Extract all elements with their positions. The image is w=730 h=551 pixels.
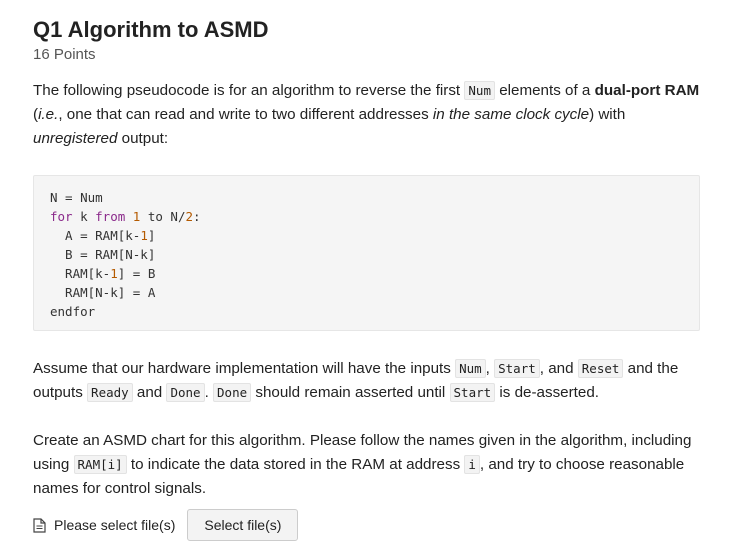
code-text: ] = B	[117, 266, 156, 281]
intro-paragraph: The following pseudocode is for an algor…	[33, 79, 703, 151]
create-paragraph: Create an ASMD chart for this algorithm.…	[33, 429, 703, 501]
create-text: to indicate the data stored in the RAM a…	[126, 456, 465, 473]
code-start: Start	[494, 359, 540, 378]
code-text: :	[193, 209, 201, 224]
question-points: 16 Points	[33, 46, 96, 63]
code-number: 1	[132, 209, 141, 224]
kw-from: from	[95, 209, 126, 224]
question-title: Q1 Algorithm to ASMD	[33, 17, 268, 43]
assume-text: , and	[539, 360, 578, 377]
intro-text-6: output:	[117, 130, 169, 147]
code-line-6: RAM[N-k] = A	[50, 285, 156, 300]
code-text: ]	[147, 228, 156, 243]
file-icon	[33, 517, 46, 533]
unregistered-italic: unregistered	[33, 130, 118, 147]
create-text: Create an ASMD chart for this algorithm.…	[33, 432, 692, 473]
code-text: A = RAM[k-	[50, 228, 141, 243]
assume-text: and the outputs	[33, 360, 679, 401]
code-i: i	[464, 455, 480, 474]
assume-text: .	[204, 384, 214, 401]
file-upload: Please select file(s) Select file(s)	[33, 509, 299, 541]
code-number: 1	[110, 266, 118, 281]
ie-italic: i.e.	[38, 106, 59, 123]
code-start: Start	[449, 383, 496, 402]
code-done: Done	[213, 383, 252, 402]
assume-text: and	[132, 384, 167, 401]
intro-text-2: elements of a	[494, 82, 595, 99]
pseudocode-block: N = Num for k from 1 to N/2: A = RAM[k-1…	[33, 175, 700, 331]
code-num: Num	[455, 359, 486, 378]
code-line-1: N = Num	[50, 190, 103, 205]
assume-text: ,	[485, 360, 495, 377]
code-text	[125, 209, 133, 224]
code-done: Done	[166, 383, 205, 402]
upload-label: Please select file(s)	[54, 517, 176, 533]
kw-for: for	[50, 209, 73, 224]
assume-text: should remain asserted until	[251, 384, 450, 401]
code-reset: Reset	[577, 359, 624, 378]
assume-text: is de-asserted.	[495, 384, 600, 401]
code-text: RAM[k-	[50, 266, 111, 281]
question-number: Q1	[33, 17, 63, 42]
assume-paragraph: Assume that our hardware implementation …	[33, 357, 703, 405]
assume-text: Assume that our hardware implementation …	[33, 360, 456, 377]
code-ready: Ready	[87, 383, 133, 402]
code-ram-i: RAM[i]	[73, 455, 127, 474]
code-line-7: endfor	[50, 304, 96, 319]
intro-text-1: The following pseudocode is for an algor…	[33, 82, 465, 99]
select-files-button[interactable]: Select file(s)	[187, 509, 299, 541]
code-number: 1	[140, 228, 148, 243]
intro-text-4: , one that can read and write to two dif…	[58, 106, 433, 123]
code-line-4: B = RAM[N-k]	[50, 247, 156, 262]
intro-text-3: (	[33, 106, 39, 123]
code-number: 2	[185, 209, 194, 224]
same-clock-italic: in the same clock cycle	[432, 106, 590, 123]
code-line-3: A = RAM[k-1]	[50, 226, 683, 245]
dual-port-ram-bold: dual-port RAM	[594, 82, 700, 99]
create-text: , and try to choose reasonable names for…	[33, 456, 685, 497]
intro-text-5: ) with	[589, 106, 626, 123]
code-line-2: for k from 1 to N/2:	[50, 207, 683, 226]
code-num: Num	[464, 81, 495, 100]
code-text: to N/	[140, 209, 186, 224]
code-text: k	[72, 209, 96, 224]
code-line-5: RAM[k-1] = B	[50, 264, 683, 283]
question-title-text: Algorithm to ASMD	[67, 17, 269, 42]
